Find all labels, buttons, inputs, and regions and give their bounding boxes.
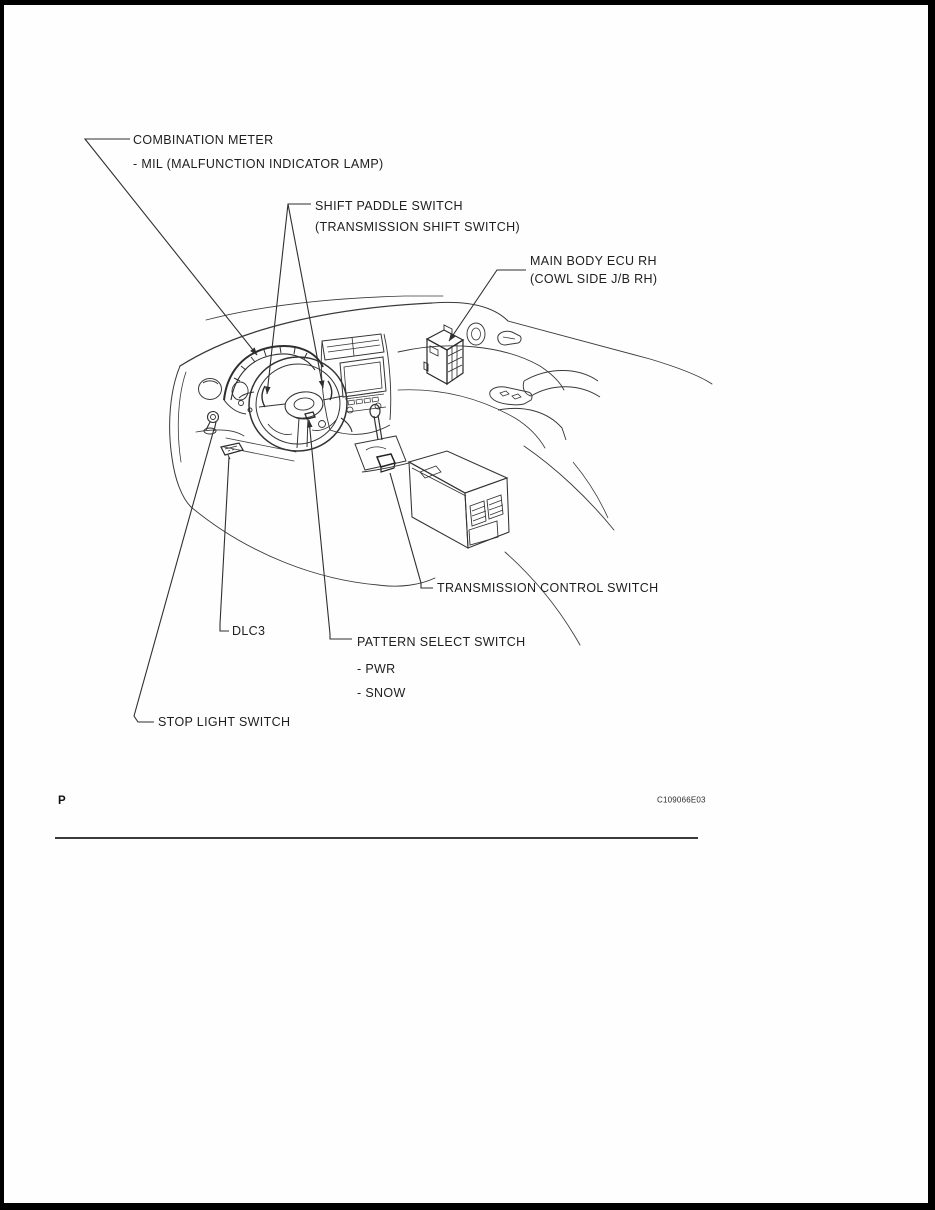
center-stack: [320, 333, 392, 435]
footer-rule: [55, 837, 698, 839]
transmission-control-leader: [389, 472, 433, 589]
main-body-ecu-part: [423, 324, 465, 386]
window-switch-panel: [489, 386, 533, 406]
figure-code: C109066E03: [657, 795, 706, 805]
center-console: [361, 450, 510, 549]
pattern-select-switch-part: [304, 411, 316, 420]
shift-paddle-left-part: [261, 385, 266, 408]
leader-lines: [83, 138, 526, 723]
scan-border-right: [928, 0, 935, 1210]
main-body-ecu-label: MAIN BODY ECU RH: [530, 254, 657, 268]
column-stalks: [238, 391, 353, 433]
combination-meter-label: COMBINATION METER: [133, 133, 274, 147]
shifter: [354, 403, 407, 471]
pattern-select-switch-label: PATTERN SELECT SWITCH: [357, 635, 526, 649]
scan-border-left: [0, 0, 4, 1210]
transmission-control-switch-label: TRANSMISSION CONTROL SWITCH: [437, 581, 659, 595]
stop-light-leader: [133, 428, 215, 723]
dashboard-outline: [169, 295, 713, 508]
dlc3-label: DLC3: [232, 624, 266, 638]
transmission-shift-switch-label: (TRANSMISSION SHIFT SWITCH): [315, 220, 521, 234]
main-body-ecu-leader: [448, 269, 526, 342]
door-handle: [497, 330, 522, 346]
cowl-side-jb-label: (COWL SIDE J/B RH): [530, 272, 658, 286]
combination-meter-leader: [83, 138, 258, 356]
pwr-label: - PWR: [357, 662, 396, 676]
right-air-vent: [466, 322, 486, 346]
snow-label: - SNOW: [357, 686, 406, 700]
scan-border-top: [0, 0, 935, 5]
stop-light-switch-label: STOP LIGHT SWITCH: [158, 715, 291, 729]
page-letter: P: [58, 795, 67, 807]
floor-lines: [190, 445, 615, 646]
console-rear-vents: [468, 494, 504, 546]
shift-paddle-right-part: [327, 380, 333, 401]
dlc3-leader: [219, 456, 230, 632]
combination-meter-cluster: [223, 345, 324, 415]
scan-border-bottom: [0, 1203, 935, 1210]
door-panel: [466, 322, 609, 519]
mil-label: - MIL (MALFUNCTION INDICATOR LAMP): [133, 157, 384, 171]
navigation-screen: [339, 356, 387, 398]
shift-paddle-switch-label: SHIFT PADDLE SWITCH: [315, 199, 463, 213]
shift-paddle-leader-left: [264, 203, 311, 395]
shift-paddle-leader-right: [287, 203, 325, 389]
pattern-select-leader: [306, 419, 352, 640]
left-air-vent: [198, 378, 222, 400]
steering-wheel: [248, 356, 348, 452]
dlc3-connector-part: [220, 442, 244, 460]
